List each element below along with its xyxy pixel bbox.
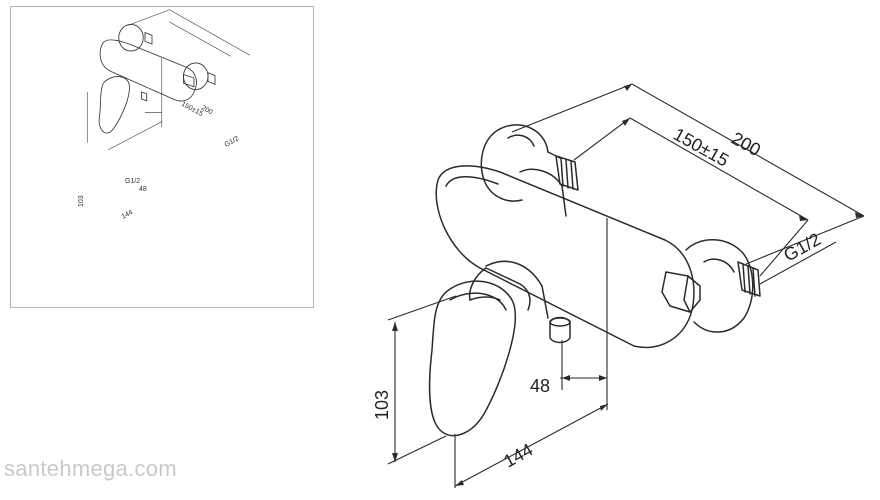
thumb-label-outlet-offset: 48 — [139, 186, 147, 193]
right-hex-nut — [661, 271, 701, 313]
thumb-label-depth: 144 — [121, 209, 135, 221]
left-thread-connector — [519, 155, 579, 217]
dim-label-connection-spacing: 150±15 — [670, 124, 732, 171]
watermark-text: santehmega.com — [4, 456, 177, 481]
dim-label-height: 103 — [372, 390, 392, 420]
thumbnail-mixer-outline — [86, 9, 251, 150]
lever-handle — [428, 280, 516, 437]
dim-label-overall-length: 200 — [728, 128, 764, 160]
mixer-body — [435, 165, 695, 348]
thumbnail-preview[interactable]: 200 150±15 G1/2 103 144 48 G1/2 — [10, 6, 314, 308]
thumbnail-drawing: 200 150±15 G1/2 103 144 48 G1/2 — [78, 9, 251, 221]
thumb-label-height: 103 — [78, 195, 85, 207]
thumb-label-overall-length: 200 — [200, 105, 214, 117]
handle-neck — [469, 267, 531, 311]
dim-label-depth: 144 — [500, 439, 536, 471]
dimension-arrows — [392, 84, 864, 486]
outlet-stub — [549, 316, 571, 344]
right-thread-connector — [737, 261, 761, 297]
dim-label-outlet-offset: 48 — [530, 376, 550, 396]
right-escutcheon — [685, 239, 754, 333]
dimension-lines — [387, 83, 865, 488]
thumb-label-thread-small: G1/2 — [125, 178, 140, 185]
left-escutcheon — [480, 124, 561, 202]
